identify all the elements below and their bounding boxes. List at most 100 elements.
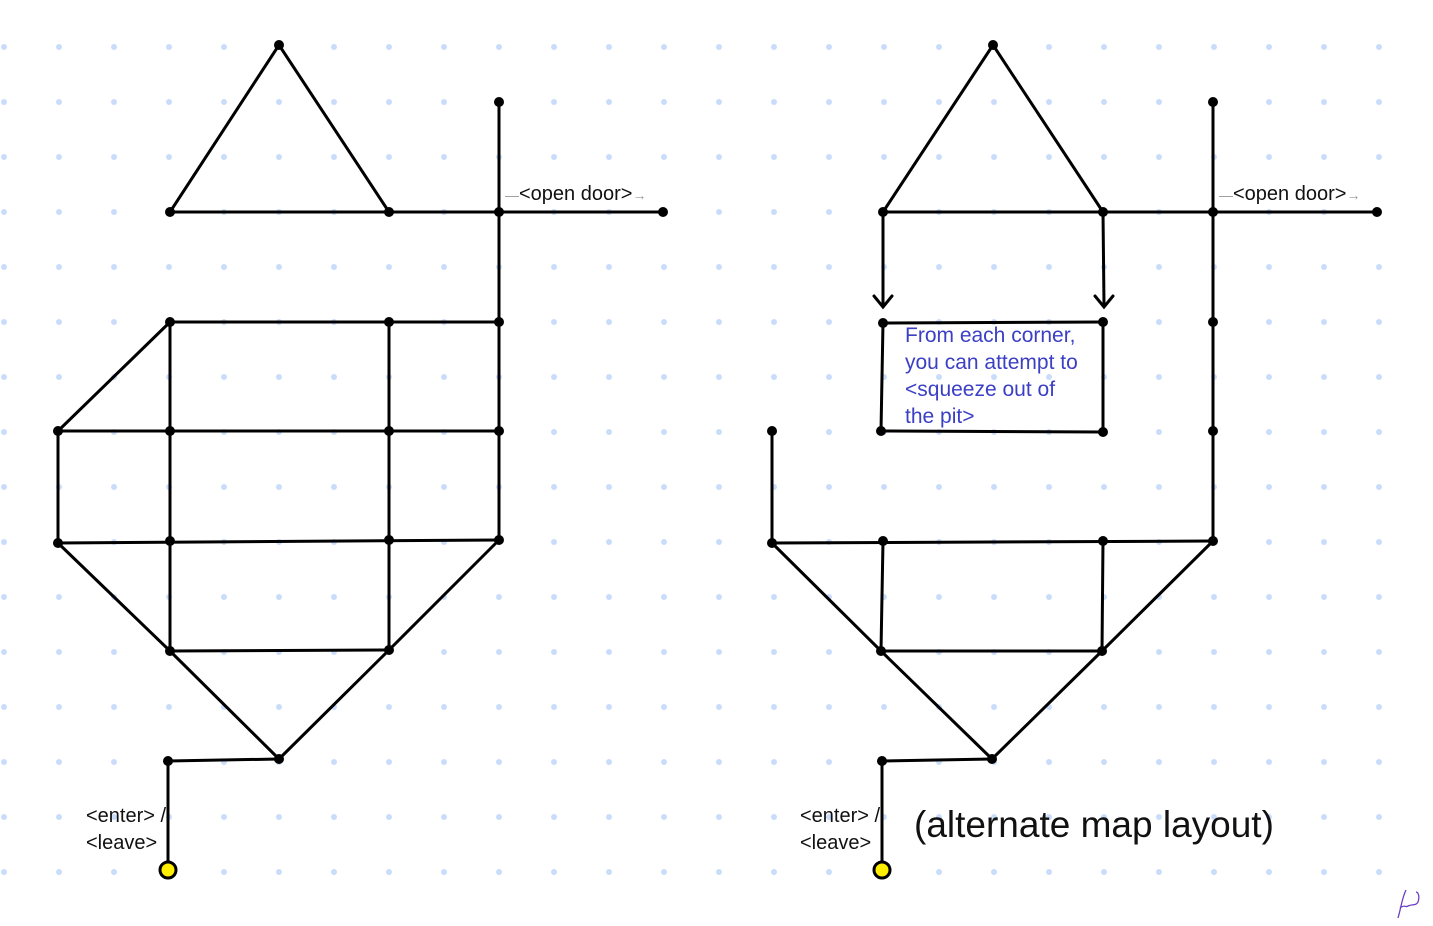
- grid-dot: [771, 99, 777, 105]
- left-map-node: [53, 426, 63, 436]
- grid-dot: [606, 704, 612, 710]
- grid-dot: [551, 759, 557, 765]
- right-enter-label: <enter> /: [800, 805, 881, 827]
- grid-dot: [1266, 44, 1272, 50]
- pit-note-line: <squeeze out of: [905, 378, 1056, 401]
- right-map-node: [1372, 207, 1382, 217]
- grid-dot: [991, 704, 997, 710]
- grid-dot: [56, 814, 62, 820]
- grid-dot: [936, 44, 942, 50]
- grid-dot: [1, 594, 7, 600]
- grid-dot: [661, 154, 667, 160]
- grid-dot: [991, 594, 997, 600]
- grid-dot: [1376, 869, 1382, 875]
- grid-dot: [606, 539, 612, 545]
- left-open-door-label: —<open door>→: [505, 183, 647, 205]
- grid-dot: [606, 759, 612, 765]
- grid-dot: [1376, 99, 1382, 105]
- left-map-node: [165, 317, 175, 327]
- right-map-node: [987, 754, 997, 764]
- grid-dot: [221, 264, 227, 270]
- right-leave-label: <leave>: [800, 832, 872, 854]
- grid-dot: [1046, 44, 1052, 50]
- grid-dot: [1266, 484, 1272, 490]
- grid-dot: [771, 759, 777, 765]
- grid-dot: [1156, 869, 1162, 875]
- grid-dot: [716, 429, 722, 435]
- grid-dot: [1376, 539, 1382, 545]
- grid-dot: [661, 44, 667, 50]
- left-map-node: [165, 426, 175, 436]
- grid-dot: [1321, 759, 1327, 765]
- grid-dot: [551, 99, 557, 105]
- grid-dot: [386, 869, 392, 875]
- grid-dot: [551, 649, 557, 655]
- grid-dot: [826, 814, 832, 820]
- grid-dot: [1, 319, 7, 325]
- grid-dot: [1266, 814, 1272, 820]
- grid-dot: [441, 649, 447, 655]
- grid-dot: [276, 704, 282, 710]
- grid-dot: [551, 429, 557, 435]
- grid-dot: [991, 814, 997, 820]
- grid-dot: [1046, 484, 1052, 490]
- grid-dot: [111, 319, 117, 325]
- grid-dot: [661, 649, 667, 655]
- grid-dot: [1, 704, 7, 710]
- grid-dot: [331, 484, 337, 490]
- grid-dot: [1321, 99, 1327, 105]
- grid-dot: [551, 319, 557, 325]
- left-leave-label: <leave>: [86, 832, 158, 854]
- grid-dot: [1156, 484, 1162, 490]
- right-map-edge: [1100, 539, 1105, 653]
- left-map-node: [384, 317, 394, 327]
- grid-dot: [1266, 319, 1272, 325]
- grid-dot: [276, 264, 282, 270]
- grid-dot: [111, 209, 117, 215]
- grid-dot: [331, 154, 337, 160]
- grid-dot: [331, 264, 337, 270]
- grid-dot: [1321, 539, 1327, 545]
- grid-dot: [1156, 154, 1162, 160]
- left-map-node: [165, 207, 175, 217]
- grid-dot: [881, 99, 887, 105]
- grid-dot: [936, 594, 942, 600]
- grid-dot: [1101, 154, 1107, 160]
- grid-dot: [1321, 869, 1327, 875]
- grid-dot: [606, 869, 612, 875]
- grid-dot: [771, 704, 777, 710]
- grid-dot: [826, 264, 832, 270]
- right-map-node: [1208, 426, 1218, 436]
- grid-dot: [1376, 484, 1382, 490]
- grid-dot: [1156, 99, 1162, 105]
- right-map-node: [1098, 317, 1108, 327]
- right-map-node: [878, 536, 888, 546]
- grid-dot: [716, 99, 722, 105]
- grid-dot: [661, 374, 667, 380]
- grid-dot: [991, 869, 997, 875]
- grid-dot: [441, 154, 447, 160]
- grid-dot: [1046, 814, 1052, 820]
- grid-dot: [221, 814, 227, 820]
- grid-dot: [331, 759, 337, 765]
- right-map-node: [1208, 97, 1218, 107]
- signature-icon: [1397, 889, 1420, 919]
- grid-dot: [1156, 649, 1162, 655]
- grid-dot: [166, 44, 172, 50]
- right-map-node: [1208, 207, 1218, 217]
- grid-dot: [716, 44, 722, 50]
- grid-dot: [771, 594, 777, 600]
- grid-dot: [111, 869, 117, 875]
- grid-dot: [56, 264, 62, 270]
- grid-dot: [551, 539, 557, 545]
- grid-dot: [551, 484, 557, 490]
- grid-dot: [661, 814, 667, 820]
- grid-dot: [826, 869, 832, 875]
- grid-dot: [1211, 704, 1217, 710]
- left-map-node: [165, 646, 175, 656]
- arrow-down-icon: [1093, 294, 1115, 310]
- grid-dot: [1046, 594, 1052, 600]
- grid-dot: [606, 154, 612, 160]
- grid-dot: [881, 154, 887, 160]
- grid-dot: [716, 484, 722, 490]
